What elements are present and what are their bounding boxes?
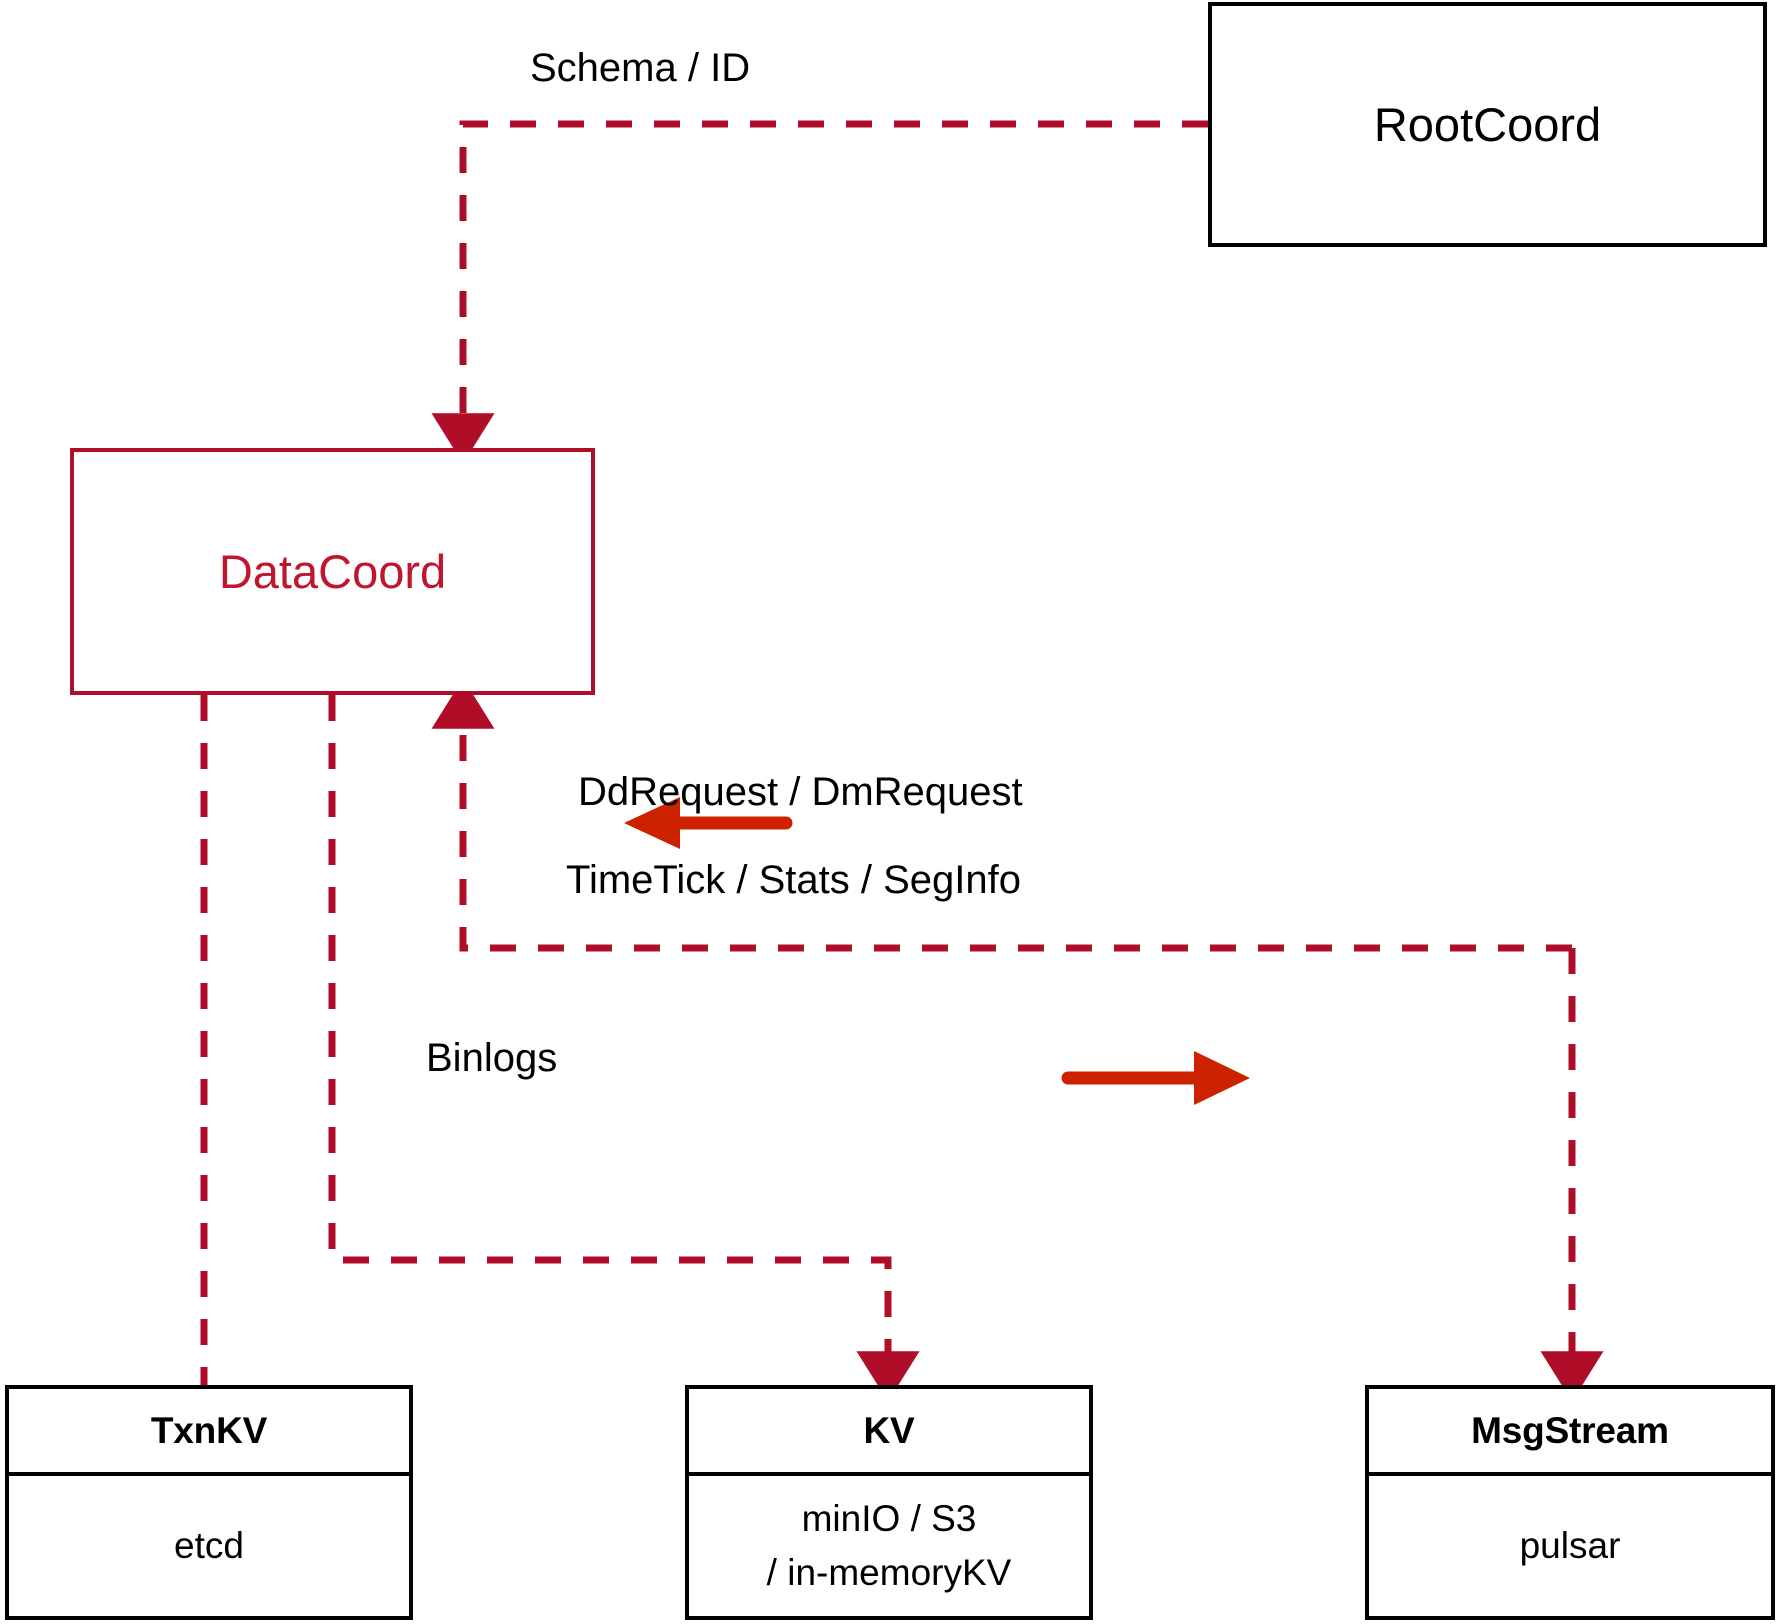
- node-kv[interactable]: KV minIO / S3 / in-memoryKV: [685, 1385, 1093, 1620]
- node-txnkv-detail-line-0: etcd: [174, 1525, 244, 1567]
- node-kv-detail-line-1: / in-memoryKV: [766, 1552, 1012, 1593]
- node-txnkv-title: TxnKV: [9, 1389, 409, 1476]
- node-msgstream[interactable]: MsgStream pulsar: [1365, 1385, 1775, 1620]
- node-kv-detail-line-0: minIO / S3: [801, 1498, 977, 1540]
- node-kv-detail: minIO / S3 / in-memoryKV: [689, 1476, 1089, 1616]
- node-rootcoord-label: RootCoord: [1373, 98, 1602, 151]
- edge-msgstream-to-datacoord: [431, 678, 1572, 952]
- node-rootcoord[interactable]: RootCoord: [1208, 2, 1767, 247]
- node-kv-title: KV: [689, 1389, 1089, 1476]
- node-txnkv[interactable]: TxnKV etcd: [5, 1385, 413, 1620]
- node-datacoord-label: DataCoord: [218, 545, 447, 598]
- outgoing-arrow-icon: [1061, 1051, 1250, 1105]
- edge-label-binlogs: Binlogs: [426, 1036, 558, 1080]
- incoming-arrow-icon: [624, 797, 793, 849]
- edge-label-dd-dm-request: DdRequest / DmRequest: [578, 770, 1023, 814]
- edge-label-timetick-stats-seginfo: TimeTick / Stats / SegInfo: [566, 858, 1021, 902]
- edge-label-schema-id: Schema / ID: [530, 46, 751, 90]
- node-txnkv-detail: etcd: [9, 1476, 409, 1616]
- edge-datacoord-to-kv: [328, 695, 920, 1402]
- node-msgstream-detail-line-0: pulsar: [1519, 1525, 1621, 1567]
- node-msgstream-detail: pulsar: [1369, 1476, 1771, 1616]
- node-datacoord[interactable]: DataCoord: [70, 448, 595, 695]
- node-msgstream-title: MsgStream: [1369, 1389, 1771, 1476]
- edge-rootcoord-to-datacoord: [431, 120, 1208, 464]
